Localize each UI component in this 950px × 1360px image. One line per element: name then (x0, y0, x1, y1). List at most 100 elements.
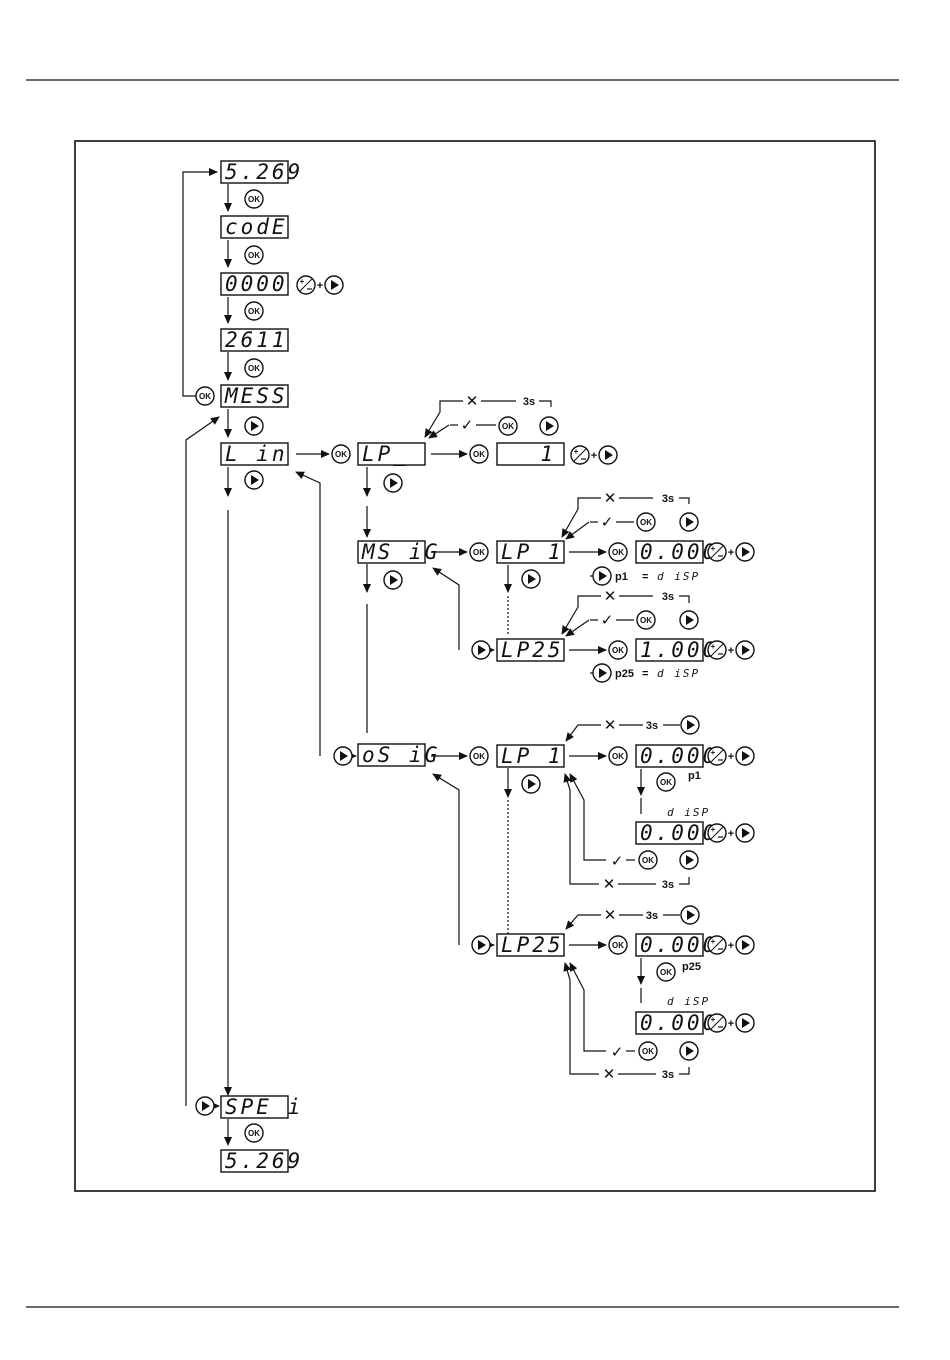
return-arrow (433, 568, 459, 650)
cross-icon: ✕ (604, 587, 617, 605)
option-line (425, 401, 463, 437)
display-osig: oS iG (362, 743, 440, 767)
ok-button-osig-confirm-label: OK (642, 856, 654, 865)
display-osig-disp-25: d iSP (667, 995, 710, 1008)
option-line (679, 877, 689, 884)
osig-p25-label: p25 (682, 961, 701, 973)
plus-minus-icon-plus: + (711, 748, 716, 757)
cross-icon: ✕ (604, 489, 617, 507)
cross-icon: ✕ (604, 906, 617, 924)
equals-sign: = (642, 571, 648, 583)
plus-minus-icon-plus: + (711, 642, 716, 651)
plus-sign: + (728, 1018, 734, 1030)
p1-label: p1 (615, 571, 628, 583)
display-model-top: 5.269 (225, 160, 303, 184)
display-osig-value-25: 0.000 (640, 933, 718, 957)
plus-minus-icon-plus: + (300, 277, 305, 286)
option-line (565, 774, 599, 884)
option-line (566, 725, 601, 741)
ok-button-msig-lp1-label: OK (612, 548, 624, 557)
plus-sign: + (317, 280, 323, 292)
display-model-bottom: 5.269 (225, 1149, 303, 1173)
display-osig-value-1: 0.000 (640, 744, 718, 768)
option-line (429, 425, 449, 438)
display-lp-count: 1 (540, 442, 556, 466)
display-code-entry: 0000 (225, 272, 288, 296)
display-spei: SPE i (225, 1095, 303, 1119)
option-line (679, 498, 689, 504)
display-osig-value-1b: 0.000 (640, 821, 718, 845)
option-line (679, 1067, 689, 1074)
plus-minus-icon-plus: + (711, 1015, 716, 1024)
plus-minus-icon-plus: + (711, 937, 716, 946)
check-icon: ✓ (461, 416, 474, 434)
plus-sign: + (728, 751, 734, 763)
display-msig-lp1: LP 1 (501, 540, 564, 564)
plus-sign: + (728, 645, 734, 657)
plus-sign: + (728, 828, 734, 840)
cross-icon: ✕ (603, 1065, 616, 1083)
display-disp-1: d iSP (657, 570, 700, 583)
ok-button-4-label: OK (248, 364, 260, 373)
display-lin: L in (225, 442, 288, 466)
check-icon: ✓ (601, 513, 614, 531)
ok-button-lp-confirm-label: OK (502, 422, 514, 431)
equals-sign-25: = (642, 668, 648, 680)
display-osig-lp1: LP 1 (501, 744, 564, 768)
display-msig-lp25: LP25 (501, 638, 564, 662)
plus-minus-icon-plus: + (711, 825, 716, 834)
ok-button-msig-label: OK (473, 548, 485, 557)
hold-3s-label: 3s (662, 879, 674, 891)
hold-3s-label: 3s (646, 720, 658, 732)
display-osig-disp-1: d iSP (667, 806, 710, 819)
display-osig-value-25b: 0.000 (640, 1011, 718, 1035)
option-line (565, 963, 599, 1074)
display-disp-25: d iSP (657, 667, 700, 680)
ok-button-1-label: OK (248, 195, 260, 204)
hold-3s-label: 3s (662, 493, 674, 505)
ok-button-lp-label: OK (473, 450, 485, 459)
diagram-frame (75, 141, 875, 1191)
display-lp-blank: LP_ (362, 442, 409, 466)
option-line (570, 963, 606, 1051)
return-arrow (433, 774, 459, 945)
ok-button-lin-label: OK (335, 450, 347, 459)
check-icon: ✓ (611, 1043, 624, 1061)
p25-label: p25 (615, 668, 634, 680)
option-line (570, 774, 606, 860)
osig-p1-label: p1 (688, 770, 701, 782)
ok-button-osig-lp25-label: OK (612, 941, 624, 950)
ok-button-osig-lp1-label: OK (612, 752, 624, 761)
ok-button-2-label: OK (248, 251, 260, 260)
hold-3s-label: 3s (662, 1069, 674, 1081)
hold-3s-label: 3s (646, 910, 658, 922)
display-msig-value-1: 0.000 (640, 540, 718, 564)
ok-button-3-label: OK (248, 307, 260, 316)
ok-button-osig-p25-label: OK (660, 968, 672, 977)
ok-button-msig-lp25-label: OK (612, 646, 624, 655)
option-line (679, 596, 689, 603)
loop-back-arrow (183, 172, 217, 396)
check-icon: ✓ (601, 611, 614, 629)
loop-back-arrow (186, 417, 219, 1106)
option-line (566, 915, 601, 929)
plus-sign: + (591, 450, 597, 462)
option-line (562, 498, 601, 537)
option-line (562, 596, 601, 634)
display-msig: MS iG (361, 540, 440, 564)
hold-3s-label: 3s (662, 591, 674, 603)
display-passcode: 2611 (225, 328, 288, 352)
plus-sign: + (728, 940, 734, 952)
ok-button-lp25-confirm-label: OK (640, 616, 652, 625)
return-arrow (296, 472, 320, 756)
ok-button-osig-2-label: OK (473, 752, 485, 761)
ok-button-lp1-confirm-label: OK (640, 518, 652, 527)
display-mess: MESS (224, 384, 288, 408)
cross-icon: ✕ (466, 392, 479, 410)
ok-button-osig-p1-label: OK (660, 778, 672, 787)
hold-3s-label: 3s (523, 396, 535, 408)
ok-button-spei-label: OK (248, 1129, 260, 1138)
plus-minus-icon-plus: + (711, 544, 716, 553)
display-code: codE (225, 215, 288, 239)
